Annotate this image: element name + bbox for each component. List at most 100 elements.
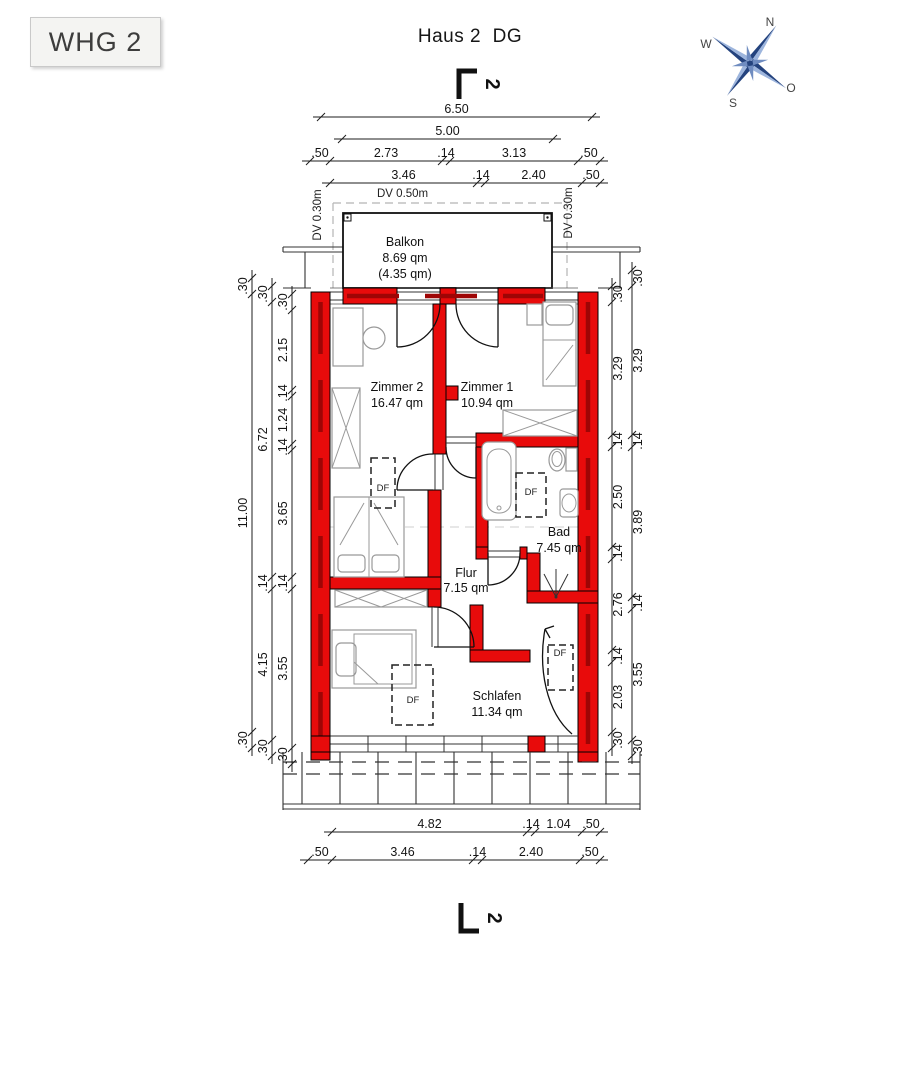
walls [310, 287, 599, 763]
dim-label: .50 [311, 845, 328, 859]
dim-label: .14 [522, 817, 539, 831]
furniture-schlafen [331, 589, 428, 689]
compass-south-label: S [729, 96, 737, 110]
section-marker-top-number: 2 [481, 78, 503, 89]
wardrobe [334, 589, 428, 608]
dim-label: .14 [276, 384, 290, 401]
dim-label: 3.65 [276, 501, 290, 525]
df-label: DF [407, 695, 420, 706]
dim-label: 6.72 [256, 427, 270, 451]
dim-label: 5.00 [435, 124, 459, 138]
dim-label: .30 [631, 269, 645, 286]
dim-label: 6.50 [444, 102, 468, 116]
furniture-zimmer2 [331, 307, 405, 578]
toilet [548, 448, 566, 472]
roof-windows: DF DF DF DF [370, 457, 574, 726]
compass-north-label: N [766, 15, 775, 29]
dim-label: .50 [582, 168, 599, 182]
nightstand [526, 303, 543, 326]
room-label-bad: Bad [548, 525, 570, 539]
compass-east-label: O [786, 81, 795, 95]
pillow [337, 554, 366, 573]
dim-label: .14 [469, 845, 486, 859]
dim-label: 4.82 [417, 817, 441, 831]
apartment-label-box: WHG 2 [30, 17, 161, 67]
dim-label: .14 [611, 544, 625, 561]
section-marker-bottom-number: 2 [483, 912, 505, 923]
dim-label: .30 [256, 739, 270, 756]
dim-label: .14 [631, 432, 645, 449]
dim-label: .30 [611, 731, 625, 748]
compass-west-label: W [700, 37, 712, 51]
room-label-zimmer1: Zimmer 1 [461, 380, 514, 394]
dim-label: 3.55 [631, 662, 645, 686]
dim-label: .30 [276, 747, 290, 764]
page-title: Haus 2 DG [417, 26, 523, 47]
balcony-outline [342, 212, 553, 289]
dim-label: 2.50 [611, 485, 625, 509]
dim-label: .50 [580, 146, 597, 160]
room-area-balkon-half: (4.35 qm) [378, 267, 432, 281]
dim-label: 4.15 [256, 652, 270, 676]
dim-label: 1.04 [546, 817, 570, 831]
df-label: DF [554, 648, 567, 659]
dim-label: 3.29 [611, 356, 625, 380]
dim-label: 2.40 [519, 845, 543, 859]
dim-label: .14 [276, 574, 290, 591]
dim-label: .50 [311, 146, 328, 160]
doors [396, 303, 573, 735]
room-area-balkon: 8.69 qm [382, 251, 427, 265]
dim-label: 11.00 [236, 498, 250, 528]
room-area-schlafen: 11.34 qm [471, 705, 522, 719]
room-area-zimmer1: 10.94 qm [461, 396, 513, 410]
chair [362, 326, 386, 350]
room-area-flur: 7.15 qm [443, 581, 488, 595]
dim-label: 2.40 [521, 168, 545, 182]
room-label-schlafen: Schlafen [473, 689, 522, 703]
dim-label: .14 [276, 438, 290, 455]
roof-window-zimmer2 [370, 457, 396, 509]
dv-left-label: DV 0.30m [312, 189, 324, 240]
dim-label: .14 [256, 574, 270, 591]
roof-window-schlafen-right [547, 644, 574, 691]
bathtub-inner [486, 448, 512, 514]
dim-label: 2.73 [374, 146, 398, 160]
roof-overhang-outline: DV 0.50m DV 0.30m DV 0.30m [312, 187, 575, 288]
room-label-zimmer2: Zimmer 2 [371, 380, 424, 394]
dim-label: 3.46 [391, 168, 415, 182]
desk [332, 307, 364, 367]
dim-label: .50 [581, 845, 598, 859]
dim-label: .14 [437, 146, 454, 160]
dim-label: .30 [611, 285, 625, 302]
dim-label: 2.03 [611, 685, 625, 709]
dim-label: .14 [611, 647, 625, 664]
dim-label: .14 [611, 432, 625, 449]
section-marker-bottom: 2 [458, 903, 505, 934]
dim-label: .50 [582, 817, 599, 831]
dim-label: 3.55 [276, 656, 290, 680]
dim-label: 3.46 [390, 845, 414, 859]
dim-label: 3.29 [631, 348, 645, 372]
dim-label: 3.89 [631, 510, 645, 534]
furniture-zimmer1 [502, 301, 578, 437]
entrance-door-swing [542, 625, 573, 735]
pillow [335, 642, 357, 677]
dim-label: 1.24 [276, 408, 290, 432]
furniture-bad [481, 441, 579, 599]
sink [559, 488, 579, 518]
pillow [545, 304, 574, 326]
dim-label: .14 [631, 594, 645, 611]
room-area-zimmer2: 16.47 qm [371, 396, 423, 410]
dim-label: 2.76 [611, 592, 625, 616]
pillow [371, 554, 400, 573]
dim-label: .30 [236, 277, 250, 294]
dv-top-label: DV 0.50m [377, 188, 428, 200]
compass-rose: N W O S [700, 15, 795, 110]
section-marker-top: 2 [456, 68, 503, 99]
dim-label: .14 [472, 168, 489, 182]
df-label: DF [377, 483, 390, 494]
dim-label: .30 [276, 293, 290, 310]
